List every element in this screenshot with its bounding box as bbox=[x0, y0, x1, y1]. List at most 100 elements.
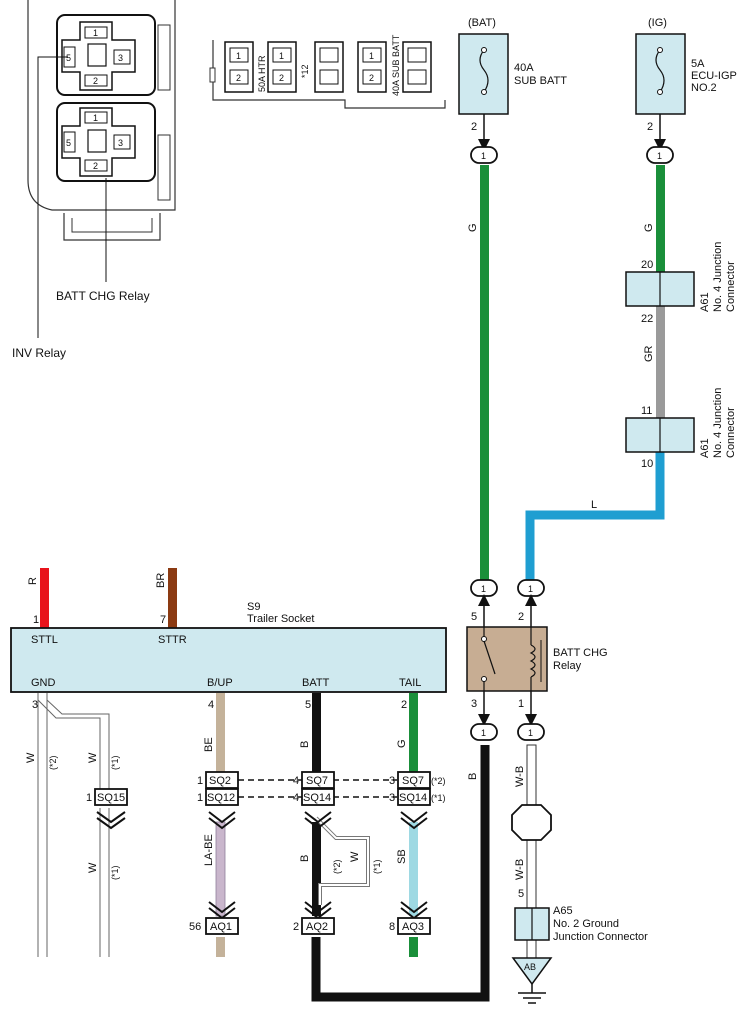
note-2-tail: (*2) bbox=[431, 776, 446, 786]
relay-block: 1 2 5 3 1 2 5 3 BATT CHG Relay INV R bbox=[12, 0, 176, 360]
svg-text:1: 1 bbox=[197, 775, 203, 787]
batt-chg-relay: 1 1 5 2 BATT CHG Relay 3 1 1 1 B bbox=[466, 579, 608, 780]
ts-gnd: GND bbox=[31, 677, 56, 689]
ts-id: S9 bbox=[247, 601, 260, 613]
svg-text:AQ2: AQ2 bbox=[306, 921, 328, 933]
ts-tail: TAIL bbox=[399, 677, 421, 689]
inv-pin5: 5 bbox=[66, 53, 71, 63]
conn-sq7-tail bbox=[397, 771, 431, 789]
jt-pin-in: 20 bbox=[641, 259, 653, 271]
note-1-tail: (*1) bbox=[431, 793, 446, 803]
ts-pin2: 2 bbox=[401, 699, 407, 711]
bat-header: (BAT) bbox=[468, 17, 496, 29]
conn-sq15 bbox=[94, 788, 128, 806]
ig-fuse-name1: ECU-IGP bbox=[691, 70, 737, 82]
wire-l bbox=[525, 452, 665, 582]
ground-id: A65 bbox=[553, 905, 573, 917]
relay-name2: Relay bbox=[553, 660, 582, 672]
ground-pin: 5 bbox=[518, 888, 524, 900]
aq-connectors: 56 AQ1 2 AQ2 8 AQ3 bbox=[189, 901, 431, 935]
fuse-note12: *12 bbox=[300, 64, 310, 78]
ts-sttr: STTR bbox=[158, 634, 187, 646]
svg-text:(*1): (*1) bbox=[372, 859, 382, 874]
wire-sb bbox=[409, 822, 418, 916]
wire-g-tail-end bbox=[409, 937, 418, 957]
svg-text:W: W bbox=[87, 862, 99, 873]
ground-section: 5 A65 No. 2 Ground Junction Connector AB bbox=[511, 804, 648, 1004]
relay-conn-a: 1 bbox=[481, 584, 486, 594]
ig-fuse-name2: NO.2 bbox=[691, 82, 717, 94]
svg-text:W-B: W-B bbox=[514, 766, 526, 787]
fuse-sub-pin1: 1 bbox=[369, 51, 374, 61]
conn-sq12 bbox=[205, 788, 239, 806]
svg-text:8: 8 bbox=[389, 921, 395, 933]
ground-name1: No. 2 Ground bbox=[553, 918, 619, 930]
lower-wire-labels: W (*2) W (*1) W (*1) BE LA-BE B B (*2) W… bbox=[25, 737, 526, 880]
junction-top: 20 22 A61 No. 4 Junction Connector GR bbox=[625, 242, 737, 362]
wire-g-bat bbox=[480, 165, 489, 583]
jb-pin-in: 11 bbox=[641, 405, 652, 417]
wire-label-br: BR bbox=[155, 573, 167, 588]
svg-text:4: 4 bbox=[293, 792, 299, 804]
svg-text:SQ7: SQ7 bbox=[306, 775, 328, 787]
trailer-socket: R BR 1 7 S9 Trailer Socket STTL STTR GND… bbox=[10, 573, 447, 711]
wire-w-group bbox=[37, 693, 110, 957]
wire-label-l: L bbox=[591, 499, 597, 511]
inv-relay-label: INV Relay bbox=[12, 346, 66, 360]
jb-id: A61 bbox=[699, 438, 711, 458]
relay-conn-c: 1 bbox=[481, 728, 486, 738]
relay-pin1: 1 bbox=[518, 698, 524, 710]
sq-connectors: 1 SQ2 1 SQ12 4 SQ7 4 SQ14 3 SQ7 3 SQ14 (… bbox=[86, 771, 446, 830]
conn-sq2 bbox=[205, 771, 239, 789]
wire-r bbox=[40, 568, 49, 628]
wire-wb-top bbox=[526, 744, 537, 806]
jb-name2: Connector bbox=[725, 407, 737, 458]
inv-pin2: 2 bbox=[93, 76, 98, 86]
wire-be bbox=[216, 693, 225, 778]
ig-fuse-pin: 2 bbox=[647, 121, 653, 133]
junction-bottom: 11 10 A61 No. 4 Junction Connector L bbox=[591, 388, 737, 511]
svg-text:3: 3 bbox=[389, 775, 395, 787]
svg-text:LA-BE: LA-BE bbox=[203, 834, 215, 866]
bat-fuse-pin: 2 bbox=[471, 121, 477, 133]
ig-fuse-conn: 1 bbox=[657, 151, 662, 161]
ts-pin4: 4 bbox=[208, 699, 214, 711]
wire-b-mid bbox=[312, 822, 321, 916]
fuse-sub-pin2: 2 bbox=[369, 73, 374, 83]
svg-text:56: 56 bbox=[189, 921, 201, 933]
conn-sq14-tail bbox=[397, 788, 431, 806]
svg-text:AQ3: AQ3 bbox=[402, 921, 424, 933]
ts-batt: BATT bbox=[302, 677, 330, 689]
svg-text:4: 4 bbox=[293, 775, 299, 787]
wire-be-end bbox=[216, 937, 225, 957]
svg-text:(*1): (*1) bbox=[110, 865, 120, 880]
svg-text:BE: BE bbox=[203, 737, 215, 752]
svg-text:(*2): (*2) bbox=[332, 859, 342, 874]
bat-fuse-conn: 1 bbox=[481, 151, 486, 161]
bat-fuse-rating: 40A bbox=[514, 62, 534, 74]
jb-name1: No. 4 Junction bbox=[712, 388, 724, 458]
svg-text:(*2): (*2) bbox=[48, 755, 58, 770]
ts-sttl: STTL bbox=[31, 634, 58, 646]
ground-name2: Junction Connector bbox=[553, 931, 648, 943]
svg-text:SB: SB bbox=[396, 849, 408, 864]
ts-pin1: 1 bbox=[33, 614, 39, 626]
batt-chg-relay-socket: 1 2 5 3 bbox=[56, 102, 156, 182]
batt-chg-relay-label: BATT CHG Relay bbox=[56, 289, 150, 303]
conn-aq3 bbox=[397, 917, 431, 935]
fuse-htr2-pin1: 1 bbox=[279, 51, 284, 61]
bcr-pin2: 2 bbox=[93, 161, 98, 171]
fuse-htr-label: 50A HTR bbox=[257, 55, 267, 92]
svg-text:G: G bbox=[396, 739, 408, 748]
ig-header: (IG) bbox=[648, 17, 667, 29]
relay-pin5: 5 bbox=[471, 611, 477, 623]
svg-text:SQ2: SQ2 bbox=[209, 775, 231, 787]
svg-text:SQ7: SQ7 bbox=[402, 775, 424, 787]
svg-text:1: 1 bbox=[86, 792, 92, 804]
wire-b-top bbox=[312, 693, 321, 778]
jt-id: A61 bbox=[699, 292, 711, 312]
inv-relay-socket: 1 2 5 3 bbox=[56, 14, 156, 96]
relay-conn-d: 1 bbox=[528, 728, 533, 738]
svg-text:3: 3 bbox=[389, 792, 395, 804]
